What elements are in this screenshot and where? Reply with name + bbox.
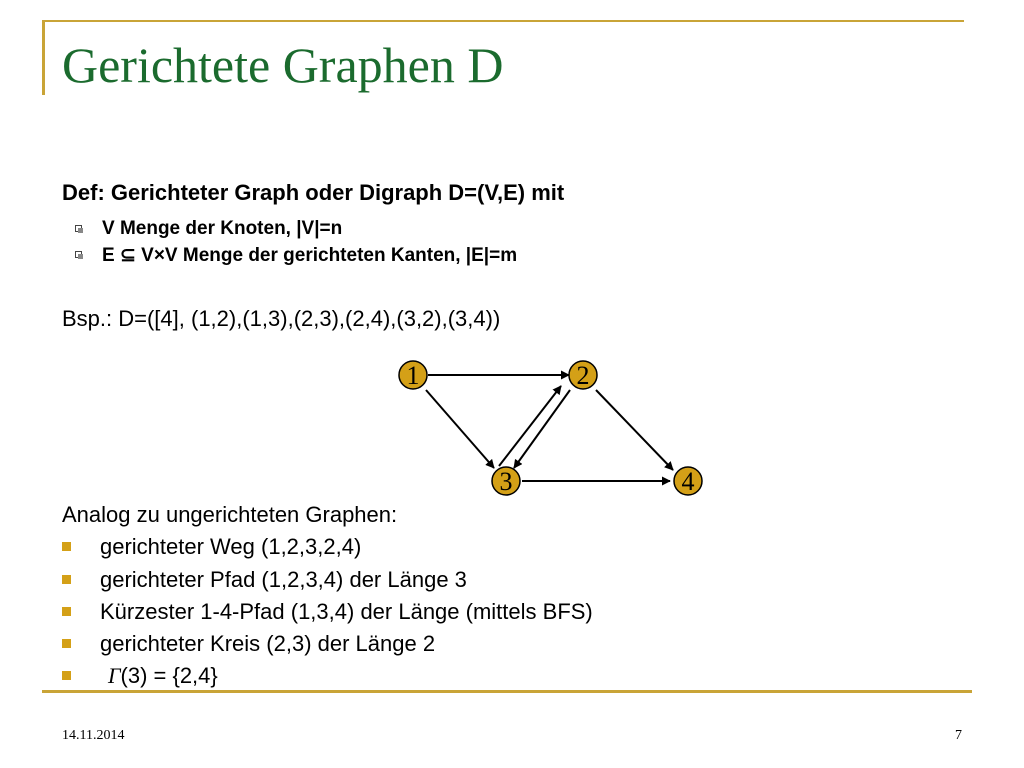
square-bullet-icon (62, 671, 71, 680)
node-4-circle (673, 466, 703, 496)
gamma-text: (3) = {2,4} (120, 663, 218, 688)
edge-1-3 (425, 389, 495, 469)
analog-item-simple-path: gerichteter Pfad (1,2,3,4) der Länge 3 (62, 567, 467, 593)
node-4-label: 4 (682, 467, 695, 496)
node-1-circle (398, 360, 428, 390)
definition-item-text: V Menge der Knoten, |V|=n (102, 218, 343, 239)
gamma-symbol: Γ (108, 663, 121, 688)
edge-3-2 (498, 385, 562, 467)
analog-item-path: gerichteter Weg (1,2,3,2,4) (62, 534, 362, 560)
definition-item-vertices: V Menge der Knoten, |V|=n (75, 218, 343, 240)
square-bullet-icon (62, 542, 71, 551)
analog-heading: Analog zu ungerichteten Graphen: (62, 502, 398, 527)
page-number: 7 (955, 728, 962, 743)
square-bullet-icon (75, 251, 83, 259)
footer-rule (42, 690, 972, 693)
analog-item-shortest-path: Kürzester 1-4-Pfad (1,3,4) der Länge (mi… (62, 599, 593, 625)
directed-graph-diagram: 1 2 3 4 (398, 360, 703, 496)
analog-item-gamma: Γ(3) = {2,4} (62, 663, 218, 689)
definition-item-edges: E ⊆ V×V Menge der gerichteten Kanten, |E… (75, 244, 518, 267)
square-bullet-icon (62, 639, 71, 648)
frame-horizontal-line (42, 20, 964, 22)
slide-title: Gerichtete Graphen D (62, 37, 504, 93)
node-2-circle (568, 360, 598, 390)
square-bullet-icon (62, 575, 71, 584)
frame-vertical-line (42, 20, 45, 95)
node-3-label: 3 (500, 467, 513, 496)
analog-item-text: Kürzester 1-4-Pfad (1,3,4) der Länge (mi… (100, 599, 593, 624)
example-line: Bsp.: D=([4], (1,2),(1,3),(2,3),(2,4),(3… (62, 306, 501, 331)
analog-item-text: gerichteter Pfad (1,2,3,4) der Länge 3 (100, 567, 467, 592)
node-1-label: 1 (407, 361, 420, 390)
analog-item-text: gerichteter Weg (1,2,3,2,4) (100, 534, 362, 559)
definition-heading: Def: Gerichteter Graph oder Digraph D=(V… (62, 180, 565, 205)
edge-2-3 (513, 389, 571, 469)
definition-item-text: E ⊆ V×V Menge der gerichteten Kanten, |E… (102, 245, 518, 266)
square-bullet-icon (62, 607, 71, 616)
analog-item-cycle: gerichteter Kreis (2,3) der Länge 2 (62, 631, 436, 657)
square-bullet-icon (75, 225, 83, 233)
analog-item-text: gerichteter Kreis (2,3) der Länge 2 (100, 631, 436, 656)
edge-2-4 (595, 389, 674, 471)
node-3-circle (491, 466, 521, 496)
node-2-label: 2 (577, 361, 590, 390)
footer-date: 14.11.2014 (62, 728, 125, 743)
